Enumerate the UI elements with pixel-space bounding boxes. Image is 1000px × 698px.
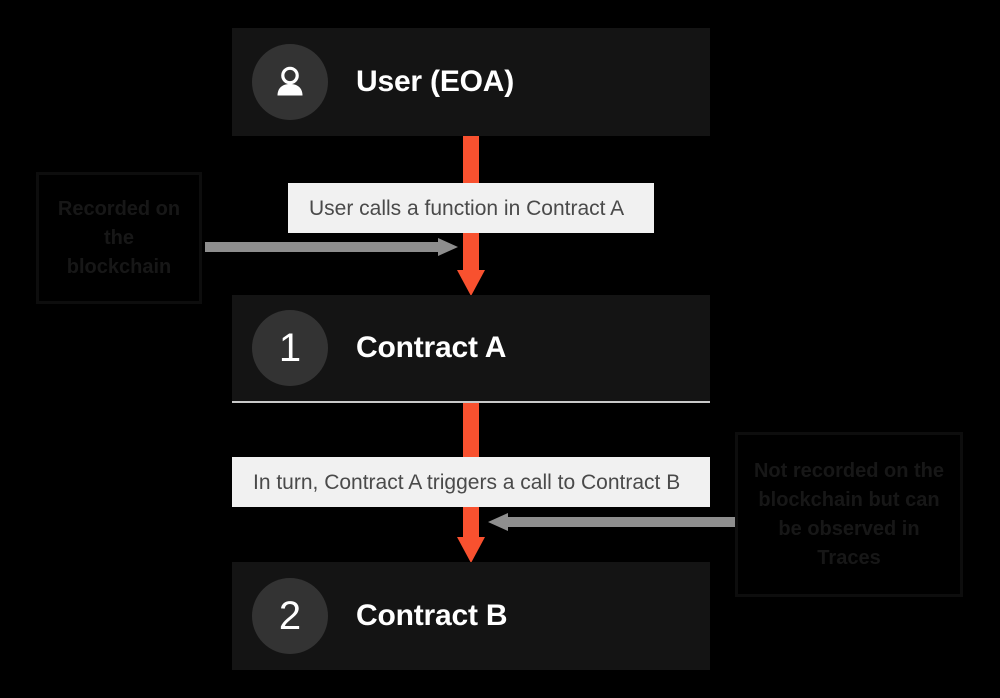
node-contract-a[interactable]: 1 Contract A xyxy=(232,295,710,403)
person-icon xyxy=(252,44,328,120)
annotation-arrow-left xyxy=(488,513,741,531)
arrow-head xyxy=(438,238,458,256)
node-contract-b[interactable]: 2 Contract B xyxy=(232,562,710,670)
node-label: Contract B xyxy=(356,599,508,632)
arrow-shaft xyxy=(508,517,741,527)
caption-contract-a-triggers-call: In turn, Contract A triggers a call to C… xyxy=(232,457,710,507)
arrow-head xyxy=(457,270,485,296)
node-label: Contract A xyxy=(356,331,507,364)
annotation-arrow-right xyxy=(205,238,458,256)
arrow-shaft xyxy=(205,242,438,252)
annotation-recorded-on-blockchain: Recorded on the blockchain xyxy=(36,172,202,304)
step-number-badge: 2 xyxy=(252,578,328,654)
arrow-head xyxy=(488,513,508,531)
caption-user-calls-function: User calls a function in Contract A xyxy=(288,183,654,233)
step-number-badge: 1 xyxy=(252,310,328,386)
node-user-eoa[interactable]: User (EOA) xyxy=(232,28,710,136)
node-label: User (EOA) xyxy=(356,65,515,98)
arrow-head xyxy=(457,537,485,563)
annotation-not-recorded-on-blockchain: Not recorded on the blockchain but can b… xyxy=(735,432,963,597)
